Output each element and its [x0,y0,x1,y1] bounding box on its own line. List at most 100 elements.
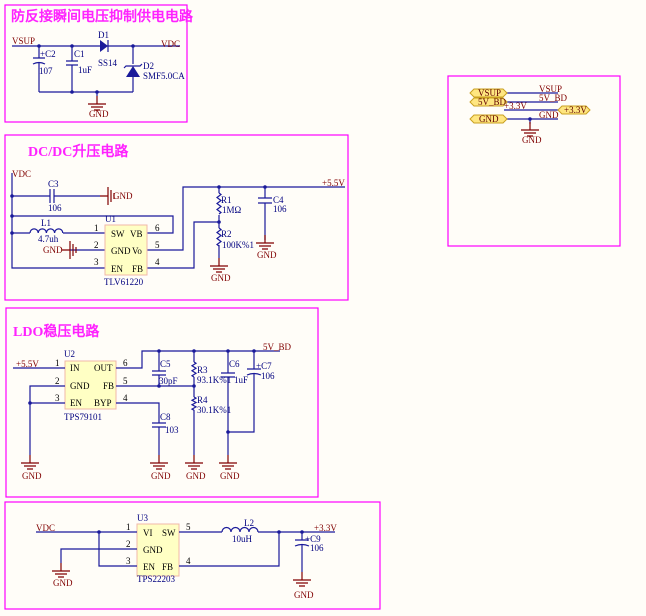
pin-number: 1 [94,223,99,233]
port-label: 5V_BD [478,97,507,107]
pin-en: EN [143,562,155,572]
r3-value: 93.1K%1 [197,375,231,385]
c5-label: C5 [160,359,171,369]
net-label-gnd: GND [539,110,559,120]
net-label-5v-bd: 5V_BD [263,342,292,352]
u1-value: TLV61220 [104,277,144,287]
port-label: GND [479,114,499,124]
r2-value: 100K%1 [222,240,254,250]
section-title: 防反接瞬间电压抑制供电电路 [11,8,194,25]
pin-number: 4 [186,556,191,566]
section-border [5,307,319,498]
net-label-5v5: +5.5V [322,178,345,188]
pin-byp: BYP [94,398,112,408]
net-label-gnd: GND [220,471,240,481]
c2-value: 107 [39,66,53,76]
capacitor-c7 [246,368,262,376]
pin-fb: FB [103,381,114,391]
port-label: +3.3V [564,105,587,115]
r4-value: 30.1K%1 [197,405,231,415]
u3-value: TPS22203 [137,574,176,584]
pin-number: 5 [186,522,191,532]
pin-number: 4 [155,257,160,267]
pin-number: 2 [126,539,131,549]
c7-value: 106 [261,371,275,381]
net-label-vdc: VDC [12,169,31,179]
r1-label: R1 [221,195,232,205]
section-title: DC/DC升压电路 [28,143,129,160]
net-label-gnd: GND [257,250,277,260]
ground-symbol [292,571,312,587]
r4-label: R4 [197,395,208,405]
capacitor-c8 [152,422,166,428]
pin-fb: FB [162,562,173,572]
inductor-l1 [29,228,64,234]
r2-label: R2 [221,229,232,239]
ground-symbol [51,562,71,578]
net-label-gnd: GND [211,273,231,283]
section-net-ports: VSUP 5V_BD GND +3.3V VSUP 5V_BD +3.3V GN… [447,75,621,247]
pin-number: 5 [123,376,128,386]
net-label-5v-bd: 5V_BD [539,93,568,103]
u2-label: U2 [64,349,75,359]
net-label-vdc: VDC [161,39,180,49]
l2-label: L2 [244,518,254,528]
pin-number: 5 [155,240,160,250]
pin-out: OUT [94,363,113,373]
resistors-r3-r4 [190,361,198,411]
net-label-vdc: VDC [36,523,55,533]
net-label-gnd: GND [22,471,42,481]
chip-u3 [136,523,180,577]
d1-label: D1 [98,30,109,40]
ground-symbol [184,454,204,470]
pin-fb: FB [132,264,143,274]
ground-symbol [218,454,238,470]
pin-number: 2 [55,376,60,386]
pin-number: 6 [123,358,128,368]
net-label-gnd: GND [151,471,171,481]
pin-number: 6 [155,223,160,233]
section-reverse-protection: 防反接瞬间电压抑制供电电路 VSUP VDC +C2 107 C1 1uF D1… [4,4,194,123]
capacitor-c5 [152,370,166,376]
pin-number: 3 [126,556,131,566]
port-label: VSUP [478,88,501,98]
pin-in: IN [70,363,80,373]
net-label-gnd: GND [113,191,133,201]
pin-en: EN [70,398,82,408]
pin-number: 3 [55,393,60,403]
c4-value: 106 [273,204,287,214]
c1-label: C1 [74,49,85,59]
section-3v3: VDC U3 TPS22203 VI SW GND EN FB 1 2 3 5 … [4,501,381,610]
c9-label: +C9 [305,534,321,544]
pin-gnd: GND [70,381,90,391]
section-border [4,4,188,123]
c6-label: C6 [229,359,240,369]
resistors-r1-r2 [216,192,222,247]
ground-symbol [99,186,115,206]
chip-u2 [64,360,117,410]
net-label-gnd: GND [186,471,206,481]
port-vsup [469,88,508,98]
r3-label: R3 [197,365,208,375]
ground-symbol [520,121,540,137]
c2-label: +C2 [40,49,56,59]
capacitor-c1 [66,60,78,66]
port-5v-bd [469,97,508,107]
c8-label: C8 [160,412,171,422]
c6-value: 1uF [234,375,248,385]
r1-value: 1MΩ [222,205,242,215]
d2-label: D2 [143,61,154,71]
pin-vo: Vo [132,246,142,256]
pin-sw: SW [162,528,176,538]
pin-vb: VB [130,229,143,239]
section-ldo: LDO稳压电路 +5.5V U2 TPS79101 IN OUT GND FB … [5,307,319,498]
ground-symbol [209,257,229,273]
u2-value: TPS79101 [64,412,102,422]
capacitor-c2 [32,57,46,65]
pin-number: 1 [55,358,60,368]
pin-sw: SW [111,229,125,239]
d2-value: SMF5.0CA [143,71,185,81]
l2-value: 10uH [232,534,253,544]
chip-u1 [104,224,148,276]
u3-label: U3 [137,513,148,523]
